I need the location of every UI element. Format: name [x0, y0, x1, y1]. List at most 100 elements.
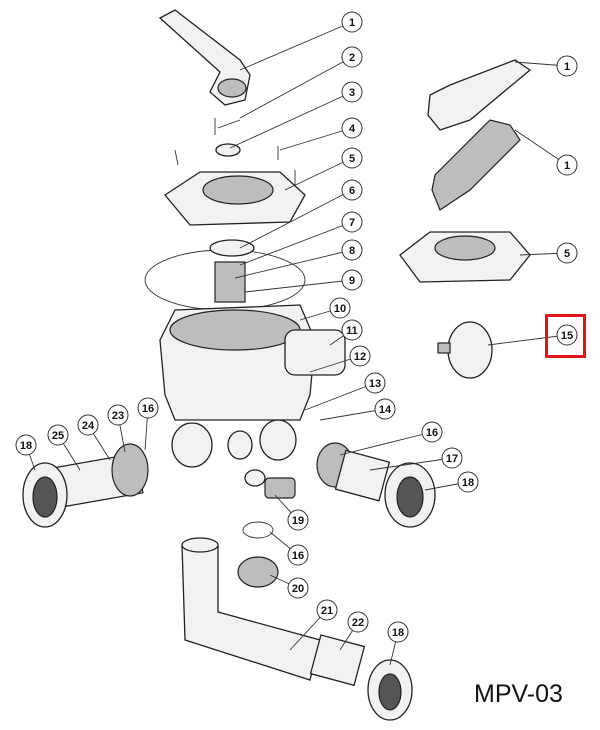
callout-13: 13 [304, 372, 386, 411]
leader-line [239, 21, 353, 71]
callout-circle [341, 147, 363, 169]
callout-14: 14 [319, 398, 396, 421]
callout-number: 9 [349, 275, 355, 287]
callout-9: 9 [244, 269, 363, 293]
callout-24: 24 [77, 414, 111, 461]
callout-circle [341, 319, 363, 341]
callout-circle [341, 46, 363, 68]
callout-circle [137, 397, 159, 419]
handle-part [158, 9, 251, 106]
callout-5: 5 [519, 242, 578, 264]
callout-12: 12 [309, 345, 371, 373]
callout-number: 14 [379, 404, 392, 416]
callout-19: 19 [274, 494, 309, 531]
callout-circle [556, 324, 578, 346]
right-union-part [316, 442, 436, 528]
callout-number: 2 [349, 52, 355, 64]
callout-number: 13 [369, 378, 381, 390]
callout-18: 18 [424, 471, 479, 493]
callout-number: 1 [564, 61, 570, 73]
callout-number: 24 [82, 420, 95, 432]
callout-6: 6 [239, 179, 363, 249]
callout-circle [374, 398, 396, 420]
callout-16: 16 [339, 421, 443, 456]
callout-circle [15, 434, 37, 456]
callout-circle [349, 345, 371, 367]
callout-circle [347, 611, 369, 633]
callout-number: 4 [349, 123, 356, 135]
callout-number: 7 [349, 217, 355, 229]
leader-line [234, 249, 353, 279]
callout-17: 17 [369, 447, 463, 471]
callout-circle [287, 509, 309, 531]
callout-circle [341, 211, 363, 233]
callout-number: 16 [292, 550, 304, 562]
callout-15: 15 [487, 324, 578, 346]
leader-line [304, 382, 376, 411]
callout-1: 1 [514, 55, 578, 77]
callout-circle [441, 447, 463, 469]
callout-number: 12 [354, 351, 366, 363]
alt-handle-part [427, 59, 532, 211]
callout-number: 19 [292, 515, 304, 527]
leader-line [369, 457, 453, 471]
leader-line [229, 91, 353, 149]
callout-10: 10 [299, 297, 351, 321]
callout-25: 25 [47, 424, 81, 471]
leader-line [339, 431, 433, 456]
callout-number: 5 [349, 153, 355, 165]
callout-number: 10 [334, 303, 346, 315]
callout-number: 1 [564, 160, 570, 172]
callout-circle [341, 117, 363, 139]
callout-circle [387, 621, 409, 643]
alt-cover-part [399, 231, 531, 283]
callout-21: 21 [289, 599, 338, 651]
callout-16: 16 [269, 531, 309, 566]
callout-circle [329, 297, 351, 319]
callout-circle [556, 242, 578, 264]
callout-circle [107, 404, 129, 426]
callout-circle [341, 239, 363, 261]
sight-glass-part [437, 321, 493, 379]
callout-number: 6 [349, 185, 355, 197]
left-union-part [22, 443, 149, 528]
model-label: MPV-03 [474, 680, 563, 708]
callout-number: 1 [349, 17, 355, 29]
callout-circle [287, 544, 309, 566]
callout-22: 22 [339, 611, 369, 651]
callout-number: 22 [352, 617, 364, 629]
callout-8: 8 [234, 239, 363, 279]
callout-number: 11 [346, 325, 358, 337]
callout-4: 4 [279, 117, 363, 151]
callout-circle [364, 372, 386, 394]
callout-number: 23 [112, 410, 124, 422]
leader-line [319, 408, 386, 421]
callout-16: 16 [137, 397, 159, 451]
callout-number: 18 [20, 440, 32, 452]
callout-circle [77, 414, 99, 436]
callout-number: 3 [349, 87, 355, 99]
callout-20: 20 [269, 574, 309, 599]
callout-3: 3 [229, 81, 363, 149]
callout-number: 8 [349, 245, 355, 257]
leader-line [244, 279, 353, 293]
callout-number: 21 [321, 605, 333, 617]
callout-7: 7 [239, 211, 363, 266]
callout-circle [316, 599, 338, 621]
valve-body-part [159, 304, 346, 468]
callout-number: 5 [564, 248, 570, 260]
callout-18: 18 [387, 621, 409, 666]
callout-1: 1 [514, 129, 578, 176]
callout-circle [341, 269, 363, 291]
callout-number: 18 [462, 477, 474, 489]
callout-circle [47, 424, 69, 446]
leader-line [239, 189, 353, 249]
callout-number: 16 [142, 403, 154, 415]
callout-number: 20 [292, 583, 304, 595]
callout-circle [341, 81, 363, 103]
leader-line [487, 334, 568, 346]
callout-circle [341, 179, 363, 201]
callout-5: 5 [284, 147, 363, 191]
